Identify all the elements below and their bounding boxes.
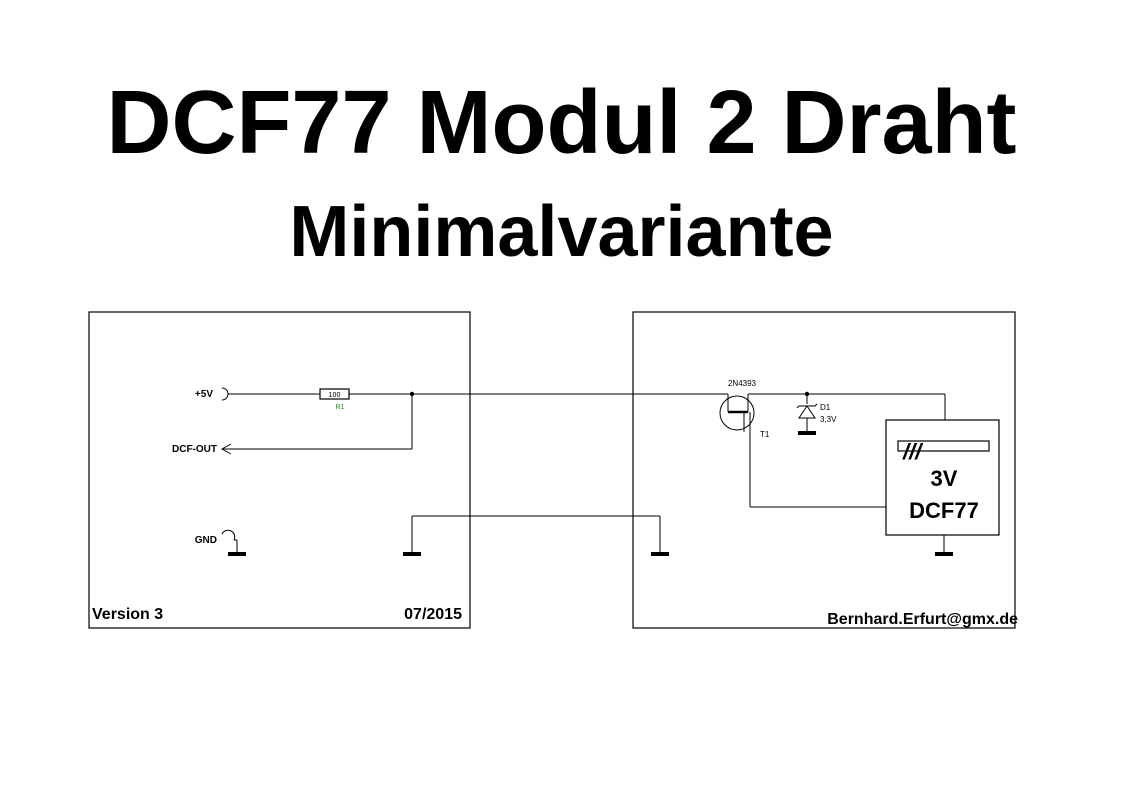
author-email: Bernhard.Erfurt@gmx.de xyxy=(827,611,1018,628)
version-label: Version 3 xyxy=(92,606,163,623)
page-title: DCF77 Modul 2 Draht xyxy=(106,73,1017,173)
zener-diode-bar-icon xyxy=(796,403,818,409)
zener-diode-d1-icon xyxy=(798,405,816,419)
transistor-part: 2N4393 xyxy=(728,379,757,388)
pin-dcf-out-label: DCF-OUT xyxy=(172,444,217,455)
ground-symbol-icon xyxy=(228,552,246,556)
ground-symbol-icon xyxy=(798,431,816,435)
module-voltage: 3V xyxy=(931,466,958,491)
diode-value: 3,3V xyxy=(820,415,837,424)
dcf77-module-frame xyxy=(885,419,1000,536)
ground-symbol-icon xyxy=(935,552,953,556)
left-board-frame xyxy=(88,311,471,629)
transistor-ref: T1 xyxy=(760,430,770,439)
ground-symbol-icon xyxy=(403,552,421,556)
antenna-hatch-icon: /// xyxy=(902,439,924,464)
date-label: 07/2015 xyxy=(404,606,462,623)
gnd-connector-icon xyxy=(221,529,236,541)
ground-symbol-icon xyxy=(651,552,669,556)
vcc-connector-icon xyxy=(221,387,229,401)
resistor-value: 100 xyxy=(329,392,341,399)
resistor-ref: R1 xyxy=(336,404,345,411)
diode-ref: D1 xyxy=(820,403,831,412)
right-board-frame xyxy=(632,311,1016,629)
ferrite-antenna-icon xyxy=(897,440,990,452)
pin-gnd-label: GND xyxy=(195,535,217,546)
page-subtitle: Minimalvariante xyxy=(289,192,834,272)
transistor-t1-icon xyxy=(719,395,755,431)
dcf-out-arrow-icon xyxy=(220,443,232,455)
module-name: DCF77 xyxy=(909,498,979,523)
pin-vcc-label: +5V xyxy=(195,389,213,400)
